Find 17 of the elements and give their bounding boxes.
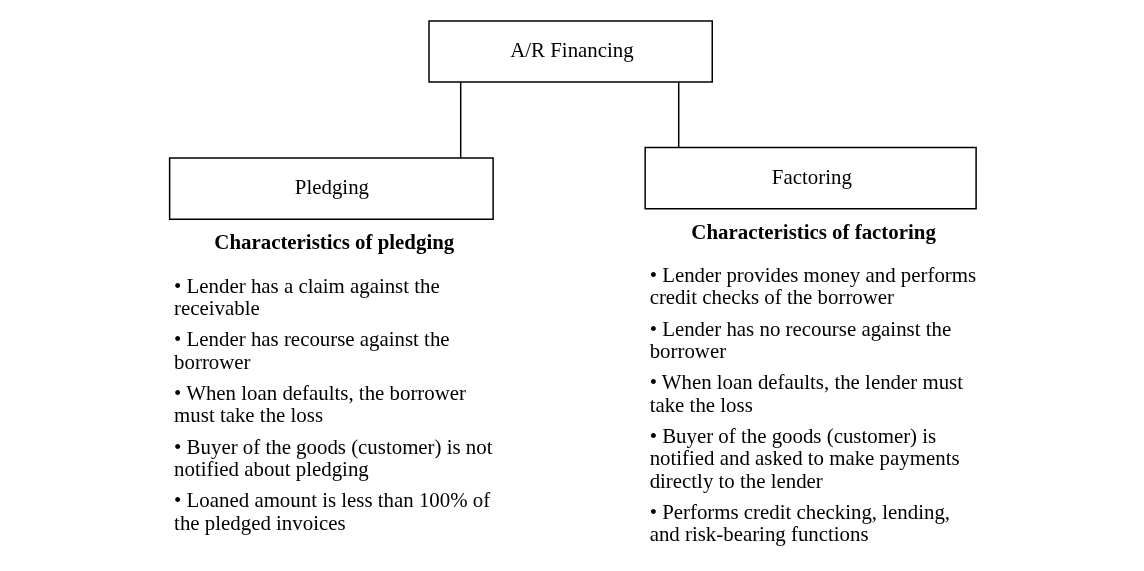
node-label: • Loaned amount is less than 100% of the pledged invoices <box>173 488 490 535</box>
node-label: • When loan defaults, the lender must take the loss <box>649 370 963 417</box>
node-label: Characteristics of pledging <box>213 230 454 255</box>
node-label: • Lender has a claim against the receivable <box>173 273 440 320</box>
node-box: A/R Financing <box>427 20 713 83</box>
node-label: • When loan defaults, the borrower must take the loss <box>173 380 466 428</box>
node-label: • Lender provides money and performs credit checks of the borrower <box>649 263 976 310</box>
node-box: Pledging <box>168 157 494 220</box>
connector <box>677 81 679 149</box>
node-label: • Performs credit checking, lending, and risk-bearing functions <box>649 500 950 547</box>
node-box: Factoring <box>643 146 977 210</box>
node-label: • Buyer of the goods (customer) is not notified about pledging <box>173 434 493 481</box>
node-label: • Lender has no recourse against the borrower <box>649 316 951 364</box>
connector <box>459 81 461 159</box>
node-label: • Buyer of the goods (customer) is notified and asked to make payments directly to the lender <box>649 424 960 493</box>
node-label: • Lender has recourse against the borrower <box>173 327 450 374</box>
node-label: Characteristics of factoring <box>690 219 936 244</box>
